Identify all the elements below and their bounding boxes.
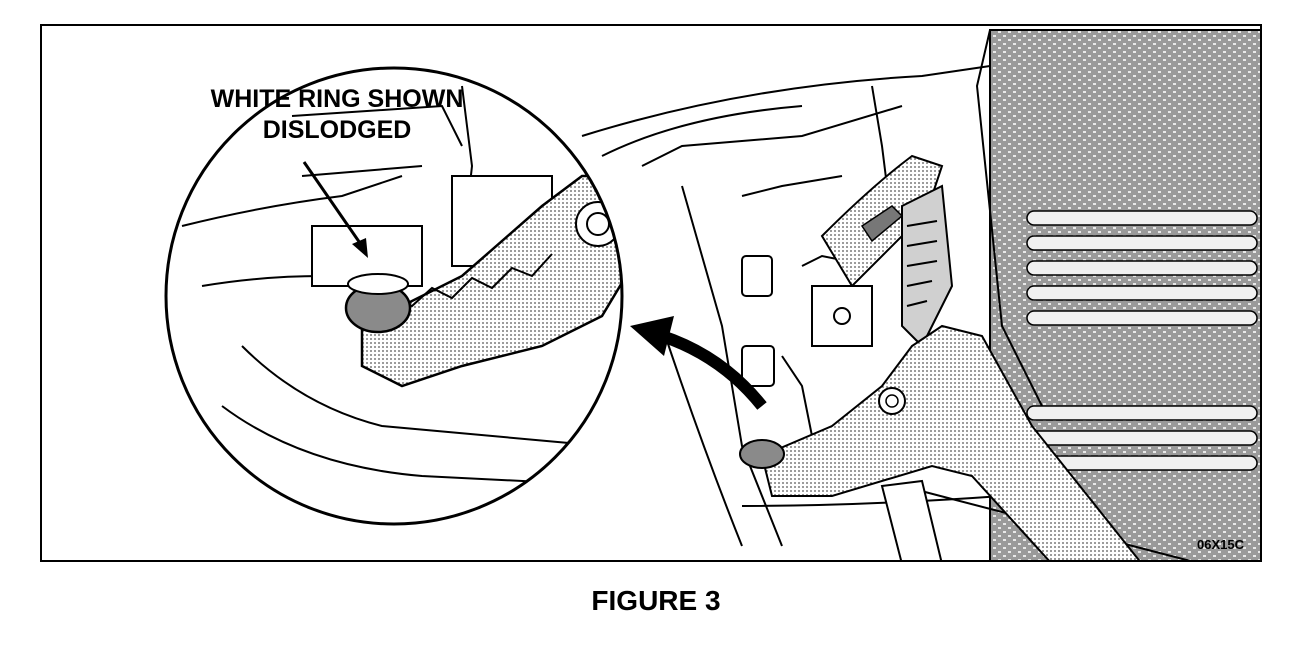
figure-frame: WHITE RING SHOWN DISLODGED 06X15C (40, 24, 1262, 562)
callout-label: WHITE RING SHOWN DISLODGED (162, 84, 512, 146)
figure-code: 06X15C (1197, 537, 1244, 552)
clamp-upper-jaw (820, 154, 954, 348)
line-drawing (164, 29, 1260, 560)
figure-caption: FIGURE 3 (591, 585, 721, 616)
callout-line-1: WHITE RING SHOWN (210, 85, 464, 113)
callout-line-2: DISLODGED (262, 116, 412, 144)
pliers-main (739, 324, 1141, 560)
body-contours (581, 65, 1191, 560)
curved-arrow (630, 316, 767, 410)
magnified-view (164, 66, 624, 526)
fittings (741, 255, 873, 387)
